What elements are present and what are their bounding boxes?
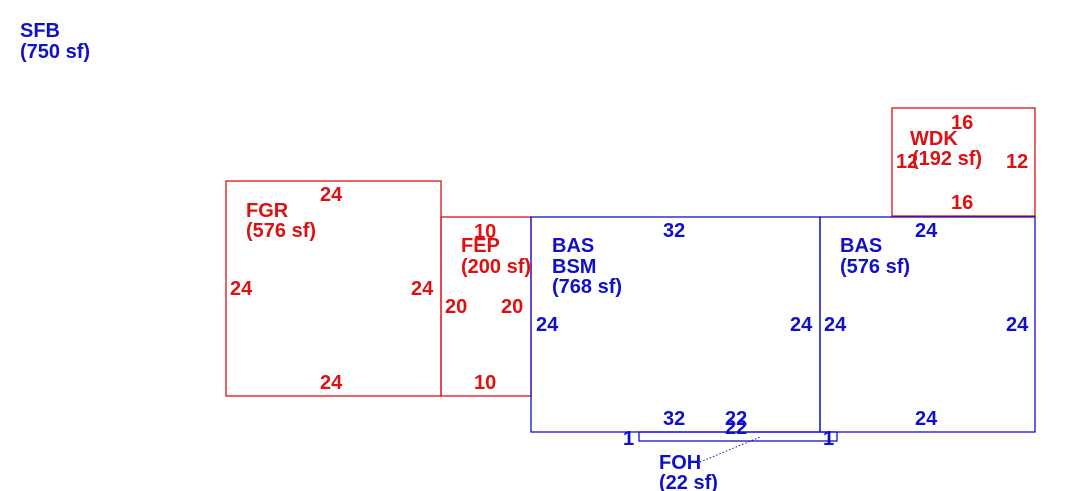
wdk-outline — [891, 107, 1036, 217]
bas-bottom-dimension: 24 — [915, 408, 938, 430]
fgr-left-dimension: 24 — [230, 278, 253, 300]
bas-code: BAS — [840, 235, 882, 257]
bas-left-dimension: 24 — [824, 314, 847, 336]
foh-leader-line — [699, 436, 761, 463]
bas-bsm-right-dimension: 24 — [790, 314, 813, 336]
wdk-top-dimension: 16 — [951, 112, 973, 134]
fgr-code: FGR — [246, 200, 289, 222]
wdk-left-dimension: 12 — [896, 151, 918, 173]
fgr-right-dimension: 24 — [411, 278, 434, 300]
bas-bsm-left-dimension: 24 — [536, 314, 559, 336]
bas-bsm-area: (768 sf) — [552, 276, 622, 298]
fep-bottom-dimension: 10 — [474, 372, 496, 394]
bas-area: (576 sf) — [840, 256, 910, 278]
foh-left-dimension: 1 — [623, 428, 634, 450]
fgr-area: (576 sf) — [246, 220, 316, 242]
fep-right-dimension: 20 — [501, 296, 523, 318]
foh-area: (22 sf) — [659, 472, 718, 491]
bas-outline — [819, 216, 1036, 433]
bas-top-dimension: 24 — [915, 220, 938, 242]
fep-top-dimension: 10 — [474, 221, 496, 243]
wdk-code: WDK — [910, 128, 958, 150]
bas-bsm-top-dimension: 32 — [663, 220, 685, 242]
bas-right-dimension: 24 — [1006, 314, 1029, 336]
wdk-right-dimension: 12 — [1006, 151, 1028, 173]
fgr-bottom-dimension: 24 — [320, 372, 343, 394]
foh-bottom-dimension: 22 — [725, 417, 747, 439]
wdk-bottom-dimension: 16 — [951, 192, 973, 214]
fgr-top-dimension: 24 — [320, 184, 343, 206]
fep-left-dimension: 20 — [445, 296, 467, 318]
bas-bsm-bottom-dimension: 32 — [663, 408, 685, 430]
bas-bsm-code-2: BSM — [552, 256, 596, 278]
foh-code: FOH — [659, 452, 701, 474]
fep-area: (200 sf) — [461, 256, 531, 278]
fep-code: FEP — [461, 235, 500, 257]
foh-top-dimension: 22 — [725, 408, 747, 430]
bas-bsm-code-1: BAS — [552, 235, 594, 257]
foh-outline — [638, 431, 838, 442]
summary-area: (750 sf) — [20, 41, 90, 63]
foh-right-dimension: 1 — [823, 428, 834, 450]
wdk-area: (192 sf) — [912, 148, 982, 170]
summary-code: SFB — [20, 20, 60, 42]
